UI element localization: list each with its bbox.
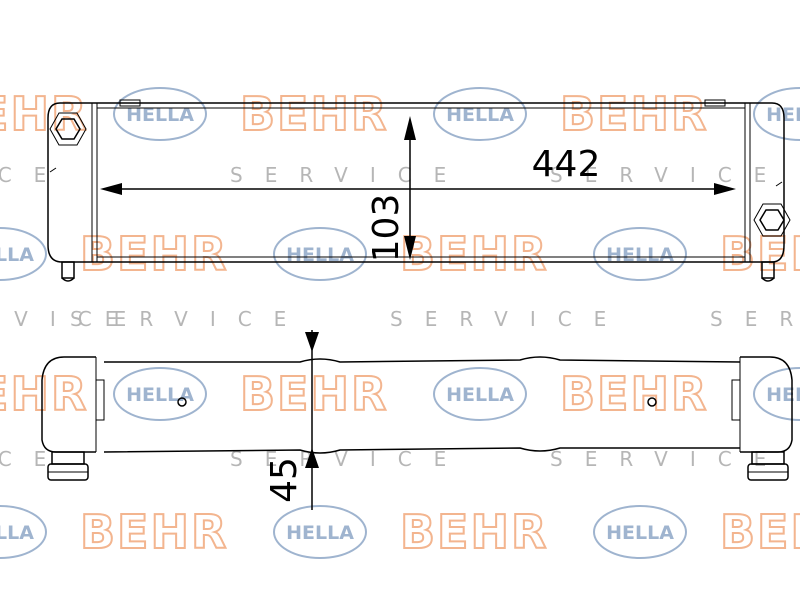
watermark-service: SERVICE	[550, 447, 788, 471]
height-dimension-line	[404, 116, 416, 260]
watermark-brand: BEHR	[240, 367, 388, 421]
watermark-brand: BEHR	[0, 87, 88, 141]
left-hex-nut-icon	[49, 112, 87, 146]
watermark-brand: BEHR	[560, 367, 708, 421]
watermark-brand: BEHR	[560, 87, 708, 141]
depth-dimension-line	[305, 330, 319, 510]
side-body-top-edge	[104, 356, 741, 363]
hella-logo-icon	[753, 87, 800, 141]
hella-logo-icon	[433, 87, 527, 141]
right-hex-nut-icon	[753, 203, 791, 237]
watermark-logo: HELLA	[286, 244, 354, 266]
side-view: 45	[41, 330, 793, 510]
watermark-brand: BEHR	[400, 505, 548, 559]
watermark-brand: BEHR	[80, 505, 228, 559]
hella-logo-icon	[0, 505, 47, 559]
watermark-brand: BEHR	[720, 227, 800, 281]
watermark-logo: HELLA	[446, 384, 514, 406]
watermark-service: SERVICE	[0, 307, 148, 331]
right-end-tank	[750, 102, 785, 263]
watermark-service: SERVICE	[0, 447, 68, 471]
watermark-service: SERVICE	[70, 307, 308, 331]
hella-logo-icon	[273, 227, 367, 281]
watermark-logo: HELLA	[0, 522, 34, 544]
watermark-brand: BEHR	[80, 227, 228, 281]
top-tab-right	[704, 99, 726, 107]
watermark-logo: HELLA	[766, 104, 800, 126]
left-tank-mark	[49, 167, 57, 173]
left-connector-pipe-icon	[61, 261, 75, 282]
watermark-logo: HELLA	[126, 104, 194, 126]
hella-logo-icon	[0, 227, 47, 281]
hella-logo-icon	[113, 367, 207, 421]
hella-logo-icon	[433, 367, 527, 421]
watermark-logo: HELLA	[286, 522, 354, 544]
watermark-service: SERVICE	[710, 307, 800, 331]
hella-logo-icon	[593, 505, 687, 559]
watermark-logo: HELLA	[766, 384, 800, 406]
hella-logo-icon	[113, 87, 207, 141]
watermark-service: SERVICE	[550, 163, 788, 187]
right-side-clip	[731, 379, 741, 421]
left-fitting-icon	[47, 451, 89, 481]
watermark-service: SERVICE	[0, 163, 68, 187]
side-body-bottom-edge	[103, 447, 740, 454]
left-side-cap	[41, 356, 96, 453]
hella-logo-icon	[273, 505, 367, 559]
watermark-brand: BEHR	[240, 87, 388, 141]
watermark-service: SERVICE	[390, 307, 628, 331]
front-view: 442 103	[47, 99, 791, 282]
right-tank-mark	[775, 181, 783, 187]
depth-dimension-label: 45	[264, 457, 305, 503]
watermark-brand: BEHR	[0, 367, 88, 421]
watermark-logo: HELLA	[606, 522, 674, 544]
side-hole-left	[177, 397, 187, 407]
watermark-logo: HELLA	[0, 244, 34, 266]
side-hole-right	[647, 397, 657, 407]
watermark-brand: BEHR	[400, 227, 548, 281]
length-dimension-label: 442	[532, 144, 601, 185]
height-dimension-label: 103	[366, 194, 407, 263]
watermark-layer: BEHR BEHR BEHR HELLA HELLA HELLA BEHR BEHR BEHR H…	[0, 86, 800, 560]
right-fitting-icon	[747, 451, 789, 481]
watermark-logo: HELLA	[126, 384, 194, 406]
right-connector-pipe-icon	[761, 261, 775, 282]
left-end-tank	[47, 102, 92, 263]
hella-logo-icon	[753, 367, 800, 421]
watermark-logo: HELLA	[606, 244, 674, 266]
watermark-logo: HELLA	[446, 104, 514, 126]
left-side-clip	[95, 379, 105, 421]
length-dimension-line	[100, 183, 736, 195]
top-tab-left	[119, 99, 141, 107]
hella-logo-icon	[593, 227, 687, 281]
watermark-service: SERVICE	[230, 163, 468, 187]
watermark-brand: BEHR	[720, 505, 800, 559]
